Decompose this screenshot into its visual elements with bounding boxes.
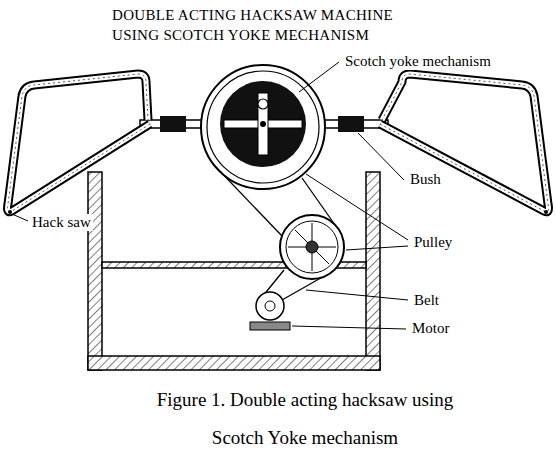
leader-line [12,62,408,329]
part-label: Pulley [412,234,454,251]
figure-caption: Figure 1. Double acting hacksaw using Sc… [130,381,480,457]
part-label: Motor [410,320,452,337]
machine-housing [88,172,380,370]
motor [250,292,290,330]
part-label: Bush [408,171,443,188]
pulley [280,215,344,279]
hacksaw-frame [8,74,151,214]
part-label: Hack saw [30,214,93,231]
bush [338,116,364,132]
belt [215,166,340,302]
hacksaw-frame [380,74,549,214]
part-label: Belt [412,292,441,309]
bush [160,116,186,132]
diagram-title: DOUBLE ACTING HACKSAW MACHINE USING SCOT… [112,5,430,45]
part-label: Scotch yoke mechanism [343,53,493,70]
